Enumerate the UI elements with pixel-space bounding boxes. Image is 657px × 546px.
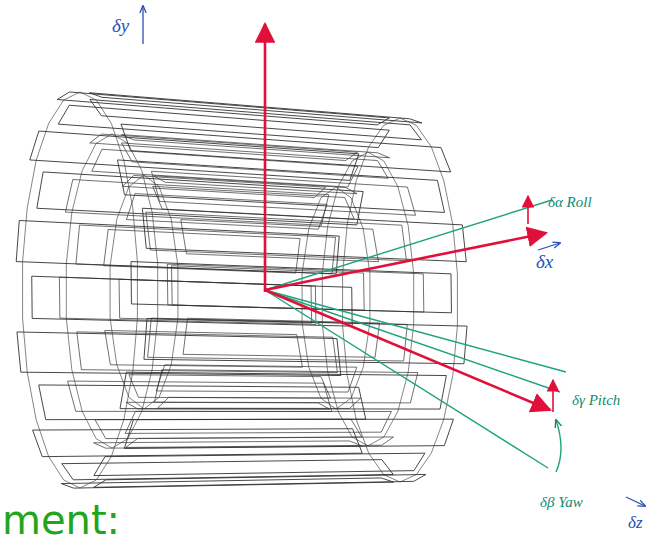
stave-outline <box>94 453 425 475</box>
stave-outline <box>123 175 326 197</box>
stave-outline <box>302 187 370 409</box>
slide-heading-fragment: ment: <box>2 498 120 542</box>
stave-outline <box>95 419 362 438</box>
stave-outline <box>121 124 451 172</box>
axis-label: δy <box>112 16 129 37</box>
stave-outline <box>146 212 407 261</box>
stave-outline <box>126 194 327 230</box>
stave-outline <box>181 220 379 262</box>
stave-outline <box>120 372 446 409</box>
stave-outline <box>151 171 415 215</box>
rotation-label: δγ Pitch <box>572 392 620 409</box>
stave-outline <box>156 365 357 392</box>
stave-outline <box>110 175 178 409</box>
stave-outline <box>66 134 157 448</box>
stave-outline <box>94 441 362 448</box>
stave-outline <box>343 118 458 482</box>
rotation-label: δα Roll <box>548 194 592 211</box>
stave-outline <box>172 266 365 311</box>
stave-outline <box>124 419 453 448</box>
stave-outline <box>23 92 138 488</box>
stave-outline <box>129 375 331 398</box>
stave-outline <box>131 262 451 313</box>
axis-label: δx <box>536 252 553 273</box>
stave-outline <box>58 105 389 147</box>
stave-outline <box>121 143 388 178</box>
stave-outline <box>126 402 329 409</box>
stave-outline <box>92 149 358 187</box>
rotation-label: δβ Yaw <box>540 494 583 511</box>
stave-outline <box>57 92 389 125</box>
stave-outline <box>105 330 303 367</box>
stave-outline <box>17 332 341 376</box>
stave-outline <box>62 460 393 480</box>
stave-outline <box>68 381 332 411</box>
axis-arrows <box>265 24 553 412</box>
stave-outline <box>125 411 391 433</box>
direction-ticks <box>143 6 645 506</box>
stave-outline <box>37 172 363 225</box>
stave-outline <box>183 318 379 357</box>
axis-label: δz <box>628 514 643 533</box>
stave-outline <box>59 277 316 324</box>
angle-guide-lines <box>265 200 566 472</box>
stave-outline <box>104 230 300 274</box>
stave-outline <box>322 152 413 446</box>
